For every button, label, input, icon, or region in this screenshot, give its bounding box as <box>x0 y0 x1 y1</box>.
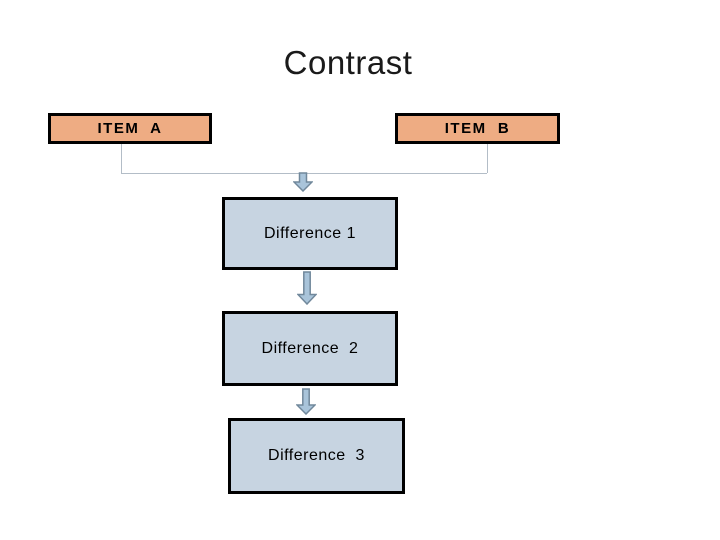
item-b-box: ITEM B <box>395 113 560 144</box>
difference-box-1: Difference 1 <box>222 197 398 270</box>
difference-box-2: Difference 2 <box>222 311 398 386</box>
down-arrow-icon-2 <box>297 271 317 305</box>
connector-line-right <box>487 144 488 173</box>
item-a-box: ITEM A <box>48 113 212 144</box>
down-arrow-icon-1 <box>293 172 313 192</box>
difference-3-label: Difference 3 <box>268 447 365 464</box>
item-a-label: ITEM A <box>97 120 163 137</box>
slide-title: Contrast <box>283 44 413 81</box>
item-b-label: ITEM B <box>444 120 511 137</box>
down-arrow-icon-3 <box>296 388 316 415</box>
difference-2-label: Difference 2 <box>261 339 359 357</box>
connector-line-left <box>121 144 122 173</box>
difference-1-label: Difference 1 <box>264 224 356 242</box>
difference-box-3: Difference 3 <box>228 418 405 494</box>
